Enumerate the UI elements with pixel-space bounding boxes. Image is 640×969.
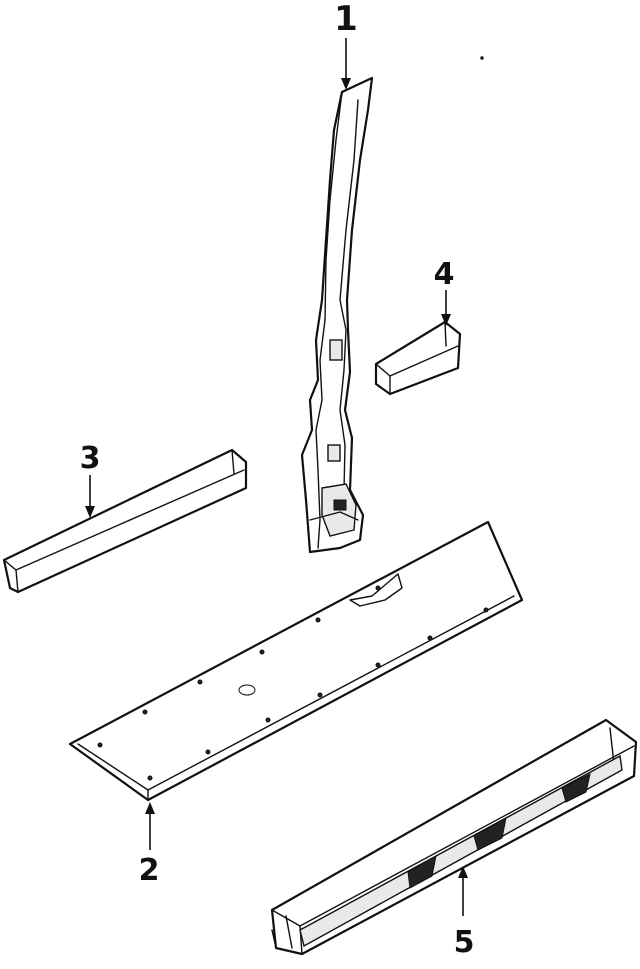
callout-4: 4 [434,257,455,292]
part-4-angle-bracket [374,320,462,396]
callout-3: 3 [80,441,101,476]
part-5-rocker-sill [270,718,638,956]
speck-mark [480,56,484,60]
leader-5 [458,866,468,916]
leader-3 [85,475,95,518]
callout-5: 5 [454,925,475,960]
callout-2: 2 [139,853,160,888]
leader-4 [441,290,451,326]
panel-center-hole [238,684,256,696]
part-3-angle-rail [2,448,248,594]
part-2-floor-panel [68,520,524,802]
callout-1: 1 [334,0,358,39]
leader-1 [341,38,351,90]
leader-2 [145,802,155,850]
pillar-bracket [333,499,347,511]
pillar-slot-upper [329,339,343,361]
pillar-slot-lower [327,444,341,462]
part-1-center-pillar [300,76,374,554]
